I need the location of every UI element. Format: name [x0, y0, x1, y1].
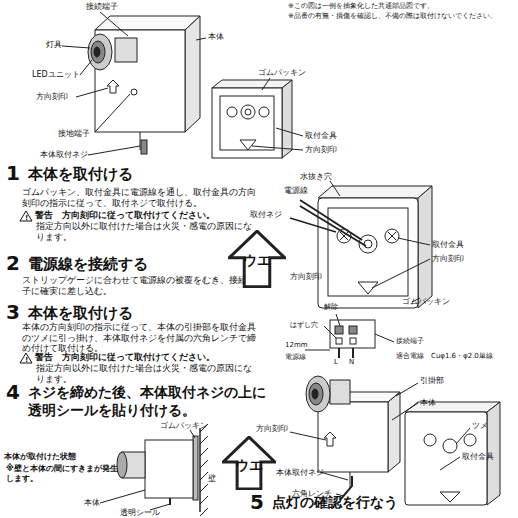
label: L	[334, 358, 338, 367]
label: 解除	[324, 303, 338, 312]
svg-text:!: !	[25, 214, 28, 222]
label: N	[349, 358, 354, 367]
label: ※品番の有無・損傷を確認し、不備の際は取付けないでください。	[288, 12, 497, 21]
label: 方向刻印	[256, 424, 288, 434]
label: 引掛部	[420, 376, 444, 386]
label: 水抜き穴	[300, 172, 332, 182]
label: 透明シール	[120, 508, 160, 518]
label: 1	[6, 161, 20, 186]
warning-symbol	[20, 353, 32, 363]
label: ゴムパッキン	[402, 297, 450, 307]
label: 点灯の確認を行なう	[272, 494, 398, 512]
label: 灯具	[46, 40, 62, 50]
label: 方向刻印	[305, 145, 337, 155]
label: 方向刻印	[36, 92, 68, 102]
label: 本体を取付ける	[28, 165, 133, 184]
label: 取付金具	[305, 131, 337, 141]
label: ゴムパッキン	[258, 68, 306, 78]
label: 電源線を接続する	[28, 255, 148, 274]
label: 本体	[208, 32, 224, 42]
label: 接続端子	[86, 2, 118, 12]
label: 取付金具	[462, 452, 494, 462]
label: 本体が取付けた状態	[4, 452, 76, 462]
label: 警告 方向刻印に従って取付けてください。	[35, 210, 215, 221]
label: 本体	[84, 498, 100, 508]
label: 5	[250, 490, 264, 515]
label: ツメ	[472, 421, 488, 431]
label: 取付ネジ	[250, 210, 282, 220]
label: 指定方向以外に取付けた場合は火災・感電の原因になります。	[36, 363, 256, 384]
mounting-plate-middle	[290, 181, 432, 308]
label: 本体取付ネジ	[40, 150, 88, 160]
lamp-body-bottom	[290, 376, 500, 505]
label: 取付金具	[432, 240, 464, 250]
label: 3	[6, 300, 20, 325]
label: 本体の方向刻印の指示に従って、本体の引掛部を取付金具のツメに引っ掛け、本体取付ネ…	[22, 322, 262, 354]
mounting-plate-top	[212, 78, 303, 158]
label: 適合電線 Cuφ1.6・φ2.0単線	[396, 352, 493, 361]
label: ※この図は一例を抽象化した共通部品図です。	[288, 2, 434, 11]
connector-terminal	[305, 314, 394, 358]
label: 警告 方向刻印に従って取付けてください。	[35, 352, 215, 363]
label: ネジを締めた後、本体取付ネジの上に透明シールを貼り付ける。	[28, 384, 268, 419]
warning-symbol	[20, 211, 32, 221]
label: 電源線	[285, 353, 306, 362]
label: 本体取付ネジ	[276, 468, 324, 478]
label: はずし穴	[290, 321, 318, 330]
label: LEDユニット	[32, 70, 80, 80]
label: 4	[6, 380, 20, 405]
label: 壁	[208, 474, 216, 484]
arrow-text: ウエ	[222, 457, 276, 475]
svg-text:!: !	[25, 356, 28, 364]
label: 指定方向以外に取付けた場合は火災・感電の原因になります。	[36, 221, 256, 242]
label: 方向刻印	[290, 272, 322, 282]
arrow-text: ウエ	[228, 252, 286, 270]
label: 接続端子	[396, 337, 424, 346]
direction-arrow: ウエ	[222, 436, 276, 490]
label: 電源線	[284, 186, 308, 196]
label: ストリップゲージに合わせて電源線の被覆をむき、接続端子に確実に差し込む。	[22, 275, 262, 296]
label: ゴムパッキン、取付金具に電源線を通し、取付金具の方向刻印の指示に従って、取付ネジ…	[22, 187, 257, 208]
label: 12mm	[285, 341, 308, 350]
label: 接地端子	[58, 129, 90, 139]
label: 方向刻印	[432, 254, 464, 264]
direction-arrow: ウエ	[228, 230, 286, 288]
label: 2	[6, 251, 20, 276]
label: ゴムパッキン	[160, 421, 208, 431]
label: ※壁と本体の間にすきまが発生します。	[6, 464, 124, 484]
label: 本体	[420, 398, 436, 408]
label: 本体を取付ける	[28, 304, 133, 323]
